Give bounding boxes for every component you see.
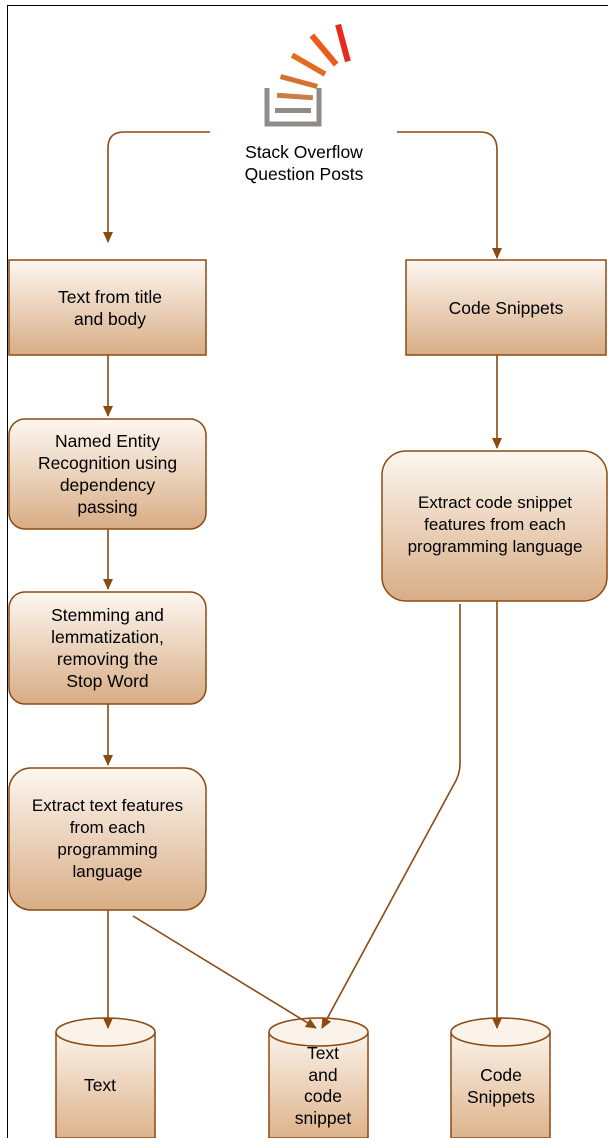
arrow-extract-text-to-db-text-code xyxy=(132,915,317,1029)
node-extract-text: Extract text features from each programm… xyxy=(31,796,184,881)
node-code-snippets: Code Snippets xyxy=(448,297,564,318)
node-ner: Named Entity Recognition using dependenc… xyxy=(37,431,178,517)
box-code-snippets xyxy=(405,259,607,356)
box-extract-code xyxy=(381,450,608,602)
node-text-title-body: Text from title and body xyxy=(57,287,163,329)
db-code-cylinder xyxy=(450,1017,551,1138)
arrow-extract-code-to-db-text-code xyxy=(321,604,461,1029)
stack-overflow-logo-icon xyxy=(264,23,351,127)
node-stemming: Stemming and lemmatization, removing the… xyxy=(51,605,164,691)
db-text-code-cylinder xyxy=(268,1017,369,1138)
db-text-cylinder xyxy=(55,1017,156,1138)
db-text-code-label: Text and code snippet xyxy=(294,1043,352,1128)
db-text-label: Text xyxy=(83,1075,117,1095)
db-code-label: Code Snippets xyxy=(466,1065,536,1107)
logo-label: Stack Overflow Question Posts xyxy=(244,142,364,184)
arrow-logo-to-code xyxy=(397,131,502,259)
node-extract-code: Extract code snippet features from each … xyxy=(407,493,583,556)
arrow-logo-to-text xyxy=(103,131,210,243)
